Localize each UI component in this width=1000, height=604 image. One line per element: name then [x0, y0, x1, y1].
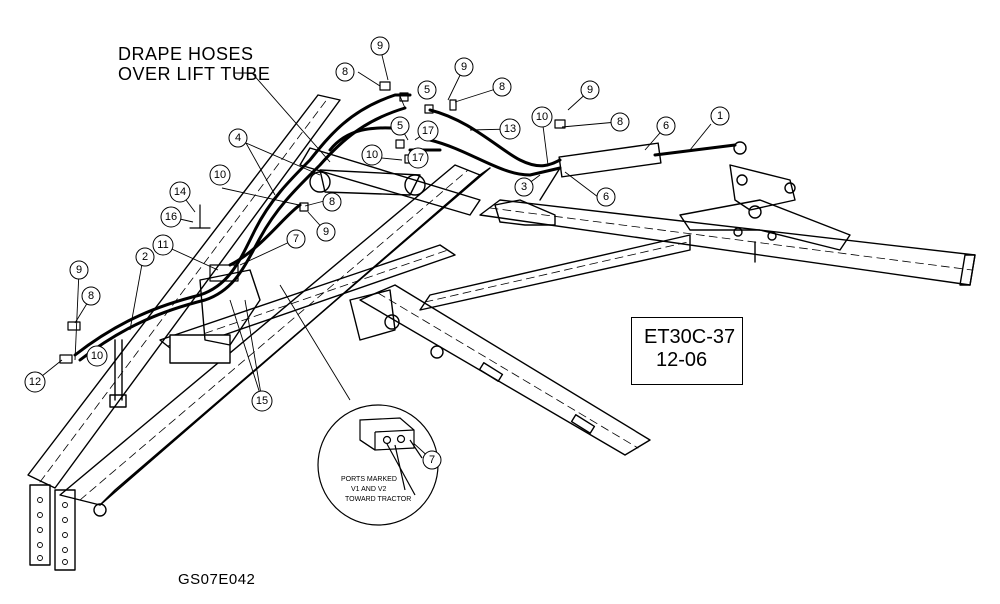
callout-10c: 10 — [531, 106, 553, 128]
callout-3: 3 — [514, 177, 534, 197]
callout-label: 9 — [587, 84, 593, 96]
callout-12: 12 — [24, 371, 46, 393]
callout-8b: 8 — [322, 192, 342, 212]
callout-label: 5 — [397, 120, 403, 132]
callout-9c: 9 — [580, 80, 600, 100]
callout-label: 5 — [424, 84, 430, 96]
callout-label: 8 — [342, 66, 348, 78]
callout-10b: 10 — [361, 144, 383, 166]
callout-label: 11 — [157, 239, 168, 251]
far-right-beam — [479, 199, 976, 286]
callout-label: 7 — [293, 233, 299, 245]
callout-17b: 17 — [407, 147, 429, 169]
callout-label: 6 — [663, 120, 669, 132]
callout-label: 13 — [504, 123, 516, 135]
callout-label: 9 — [377, 40, 383, 52]
cross-member — [159, 244, 456, 364]
detail-note-line1: PORTS MARKED — [341, 476, 397, 483]
callout-label: 2 — [142, 251, 148, 263]
callout-16: 16 — [160, 206, 182, 228]
callout-label: 10 — [366, 149, 378, 161]
upper-crossbar — [299, 147, 481, 216]
front-beam — [27, 94, 341, 489]
callout-6a: 6 — [656, 116, 676, 136]
callout-10a: 10 — [209, 164, 231, 186]
drawing-id: GS07E042 — [178, 571, 256, 588]
callouts: 1 2 3 4 5 5 6 6 7 7 8 8 8 8 8 9 9 9 9 9 … — [24, 36, 730, 470]
callout-9d: 9 — [316, 222, 336, 242]
jack-stand — [109, 339, 127, 408]
drape-hoses-note: DRAPE HOSES — [118, 44, 254, 64]
hitch-assembly — [679, 164, 851, 263]
lift-bracket — [494, 199, 556, 226]
hydraulic-cylinder — [539, 141, 747, 201]
callout-label: 8 — [88, 290, 94, 302]
middle-right-beam — [419, 234, 691, 311]
callout-label: 9 — [76, 264, 82, 276]
callout-13: 13 — [499, 118, 521, 140]
callout-8a: 8 — [335, 62, 355, 82]
callout-1: 1 — [710, 106, 730, 126]
reference-code: ET30C-37 — [644, 326, 736, 348]
callout-label: 16 — [165, 211, 177, 223]
callout-label: 6 — [603, 191, 609, 203]
callout-label: 10 — [91, 350, 103, 362]
callout-label: 9 — [461, 61, 467, 73]
reference-box — [631, 317, 743, 385]
callout-2: 2 — [135, 247, 155, 267]
callout-6b: 6 — [596, 187, 616, 207]
callout-label: 8 — [499, 81, 505, 93]
callout-5a: 5 — [417, 80, 437, 100]
callout-label: 3 — [521, 181, 527, 193]
callout-10d: 10 — [86, 345, 108, 367]
callout-label: 9 — [323, 226, 329, 238]
main-frame-beam — [59, 164, 491, 506]
detail-view — [317, 404, 439, 526]
detail-note: PORTS MARKED V1 AND V2 TOWARD TRACTOR — [341, 476, 411, 503]
callout-9a: 9 — [370, 36, 390, 56]
callout-17a: 17 — [417, 120, 439, 142]
callout-8d: 8 — [492, 77, 512, 97]
callout-8c: 8 — [81, 286, 101, 306]
callout-label: 10 — [214, 169, 226, 181]
callout-5b: 5 — [390, 116, 410, 136]
detail-note-line3: TOWARD TRACTOR — [345, 496, 411, 503]
callout-15: 15 — [251, 390, 273, 412]
callout-label: 17 — [422, 125, 434, 137]
lower-right-beam — [359, 284, 651, 456]
callout-9b: 9 — [454, 57, 474, 77]
hitch-plates — [29, 484, 107, 571]
callout-label: 12 — [29, 376, 41, 388]
callout-label: 10 — [536, 111, 548, 123]
hydraulic-hoses — [73, 93, 562, 362]
callout-9e: 9 — [69, 260, 89, 280]
reference-date: 12-06 — [656, 349, 708, 371]
over-lift-tube-note: OVER LIFT TUBE — [118, 64, 271, 84]
callout-11: 11 — [152, 234, 174, 256]
callout-7b: 7 — [422, 450, 442, 470]
callout-4: 4 — [228, 128, 248, 148]
callout-7a: 7 — [286, 229, 306, 249]
callout-label: 7 — [429, 454, 435, 466]
detail-note-line2: V1 AND V2 — [351, 486, 387, 493]
callout-label: 17 — [412, 152, 424, 164]
callout-14: 14 — [169, 181, 191, 203]
callout-label: 1 — [717, 110, 723, 122]
callout-label: 15 — [256, 395, 268, 407]
callout-8e: 8 — [610, 112, 630, 132]
callout-label: 14 — [174, 186, 186, 198]
callout-label: 8 — [329, 196, 335, 208]
callout-label: 4 — [235, 132, 241, 144]
callout-label: 8 — [617, 116, 623, 128]
